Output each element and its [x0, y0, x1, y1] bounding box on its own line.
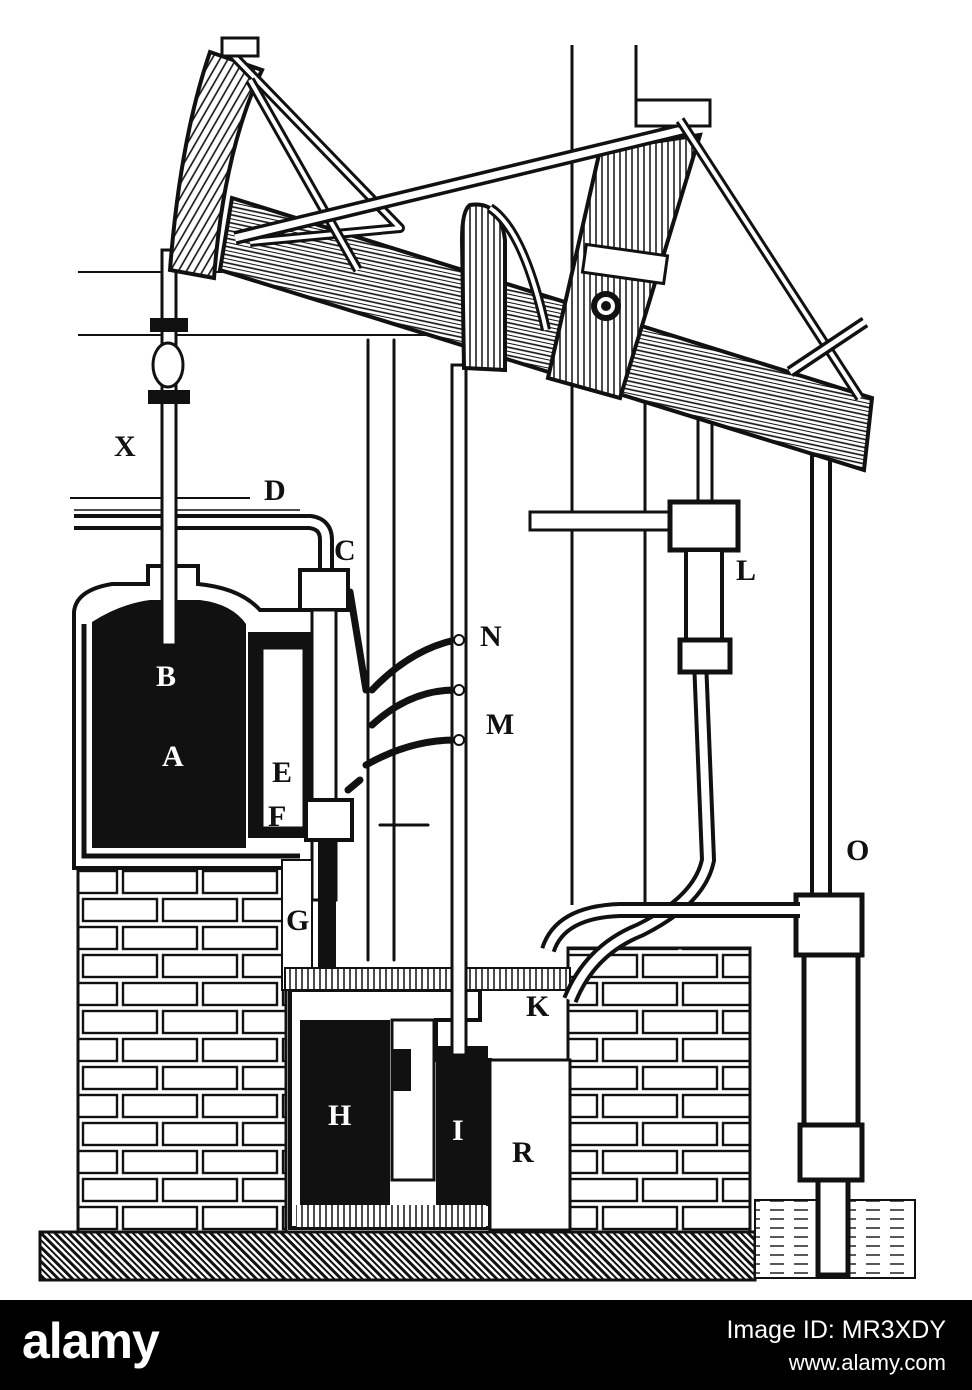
rocking-beam — [217, 195, 875, 473]
label-c: C — [334, 534, 356, 567]
label-b: B — [156, 660, 176, 693]
condenser-tank — [284, 967, 571, 1230]
hot-well — [488, 1058, 572, 1232]
steam-pipe-d — [70, 497, 334, 578]
label-e: E — [272, 756, 292, 789]
arch-head-middle — [459, 202, 551, 373]
watermark-image-id: Image ID: MR3XDY — [726, 1316, 946, 1344]
diagram-labels: X D C B A E F G H I R K N M L O — [114, 430, 869, 1169]
label-a: A — [162, 740, 184, 773]
piston-rod — [148, 248, 190, 647]
valve-gear — [344, 338, 459, 1091]
label-f: F — [268, 800, 286, 833]
brick-masonry-left — [76, 860, 288, 1234]
feed-pipes — [540, 659, 800, 1004]
steam-engine-engraving: X D C B A E F G H I R K N M L O — [38, 36, 916, 1282]
label-r: R — [512, 1136, 534, 1169]
parallel-rod — [233, 98, 869, 401]
watermark-bar: alamy Image ID: MR3XDY www.alamy.com — [0, 1300, 972, 1390]
cylinder-l — [528, 378, 741, 675]
label-n: N — [480, 620, 502, 653]
label-h: H — [328, 1099, 351, 1132]
beam-fulcrum — [545, 132, 703, 401]
label-k: K — [526, 990, 550, 1023]
plug-rod — [450, 363, 468, 1057]
brick-masonry-right — [566, 946, 752, 1234]
label-x: X — [114, 430, 136, 463]
watermark-logo: alamy — [22, 1313, 160, 1369]
label-g: G — [286, 904, 309, 937]
label-i: I — [452, 1114, 464, 1147]
label-d: D — [264, 474, 286, 507]
valve-column — [281, 568, 354, 991]
label-m: M — [486, 708, 514, 741]
label-l: L — [736, 554, 756, 587]
label-o: O — [846, 834, 869, 867]
watermark-url: www.alamy.com — [788, 1350, 946, 1375]
arch-head-left — [167, 36, 405, 281]
side-chamber — [248, 632, 314, 838]
pump-rod — [793, 453, 865, 1278]
